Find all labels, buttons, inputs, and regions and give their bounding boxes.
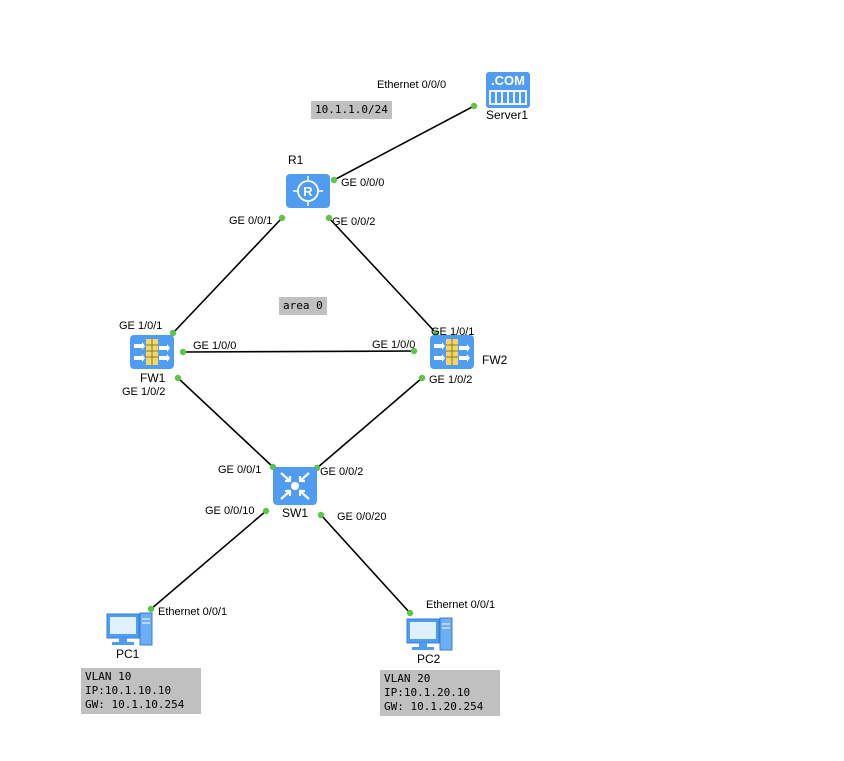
- switch-graphic: [273, 467, 317, 505]
- server-icon-text: .COM: [491, 73, 525, 88]
- device-label-server1: Server1: [486, 108, 529, 122]
- port-dot: [262, 507, 270, 515]
- firewall-icon[interactable]: [430, 335, 474, 369]
- port-dot: [330, 176, 338, 184]
- interface-label: Ethernet 0/0/0: [377, 79, 447, 91]
- router-icon[interactable]: R: [286, 174, 330, 208]
- pc2-info-note: VLAN 20 IP:10.1.20.10 GW: 10.1.20.254: [380, 670, 500, 716]
- interface-label: GE 1/0/1: [431, 326, 475, 338]
- interface-label: GE 0/0/10: [205, 505, 255, 517]
- port-dot: [174, 374, 182, 382]
- link-r1-fw1: [172, 217, 283, 334]
- port-dot: [147, 605, 155, 613]
- port-dot: [179, 348, 187, 356]
- server-graphic: [486, 72, 530, 108]
- link-fw1-fw2: [182, 350, 415, 353]
- port-dot: [406, 609, 414, 617]
- pc-icon[interactable]: [106, 611, 154, 647]
- interface-label: GE 0/0/1: [218, 464, 262, 476]
- pc-graphic-pc1: [106, 612, 153, 646]
- pc1-gateway: GW: 10.1.10.254: [85, 698, 185, 711]
- link-fw2-sw1: [316, 377, 423, 469]
- area-note: area 0: [279, 297, 327, 315]
- interface-label: GE 0/0/20: [337, 511, 387, 523]
- interface-label: GE 0/0/1: [229, 215, 273, 227]
- link-fw1-sw1: [177, 377, 274, 468]
- pc2-gateway: GW: 10.1.20.254: [384, 700, 484, 713]
- pc-graphic-pc2: [406, 617, 453, 651]
- interface-label: Ethernet 0/0/1: [158, 606, 228, 618]
- interface-label: Ethernet 0/0/1: [426, 599, 496, 611]
- device-label-pc2: PC2: [417, 652, 441, 666]
- pc2-vlan: VLAN 20: [384, 672, 431, 685]
- port-dot: [169, 329, 177, 337]
- switch-icon[interactable]: [273, 467, 317, 505]
- port-dot: [418, 374, 426, 382]
- link-sw1-pc1: [150, 510, 267, 610]
- device-label-fw2: FW2: [482, 353, 508, 367]
- device-label-r1: R1: [288, 153, 304, 167]
- port-dot: [432, 329, 440, 337]
- server-icon[interactable]: .COM: [486, 72, 530, 108]
- firewall-graphic-fw2: [430, 335, 474, 369]
- interface-label: GE 0/0/0: [341, 177, 385, 189]
- link-server1-r1: [333, 105, 475, 181]
- link-r1-fw2: [328, 217, 437, 334]
- router-graphic: R: [286, 174, 330, 208]
- device-label-sw1: SW1: [282, 506, 309, 520]
- interface-label: GE 1/0/2: [429, 374, 473, 386]
- link-sw1-pc2: [320, 514, 411, 614]
- port-dot: [325, 214, 333, 222]
- port-dot: [278, 214, 286, 222]
- interface-label: GE 1/0/2: [122, 386, 166, 398]
- pc1-info-note: VLAN 10 IP:10.1.10.10 GW: 10.1.10.254: [81, 668, 201, 714]
- port-dot: [470, 102, 478, 110]
- port-dot: [410, 347, 418, 355]
- firewall-graphic-fw1: [130, 335, 174, 369]
- svg-text:R: R: [303, 184, 313, 199]
- subnet-note: 10.1.1.0/24: [311, 101, 392, 119]
- device-label-fw1: FW1: [140, 371, 166, 385]
- firewall-icon[interactable]: [130, 335, 174, 369]
- pc1-ip: IP:10.1.10.10: [85, 684, 172, 697]
- device-label-pc1: PC1: [116, 647, 140, 661]
- interface-label: GE 1/0/0: [193, 340, 237, 352]
- pc1-vlan: VLAN 10: [85, 670, 132, 683]
- interface-label: GE 0/0/2: [320, 466, 364, 478]
- pc-icon[interactable]: [406, 616, 454, 652]
- interface-label: GE 1/0/0: [372, 339, 416, 351]
- port-dot: [317, 511, 325, 519]
- interface-label: GE 0/0/2: [332, 216, 376, 228]
- interface-label: GE 1/0/1: [119, 320, 163, 332]
- pc2-ip: IP:10.1.20.10: [384, 686, 471, 699]
